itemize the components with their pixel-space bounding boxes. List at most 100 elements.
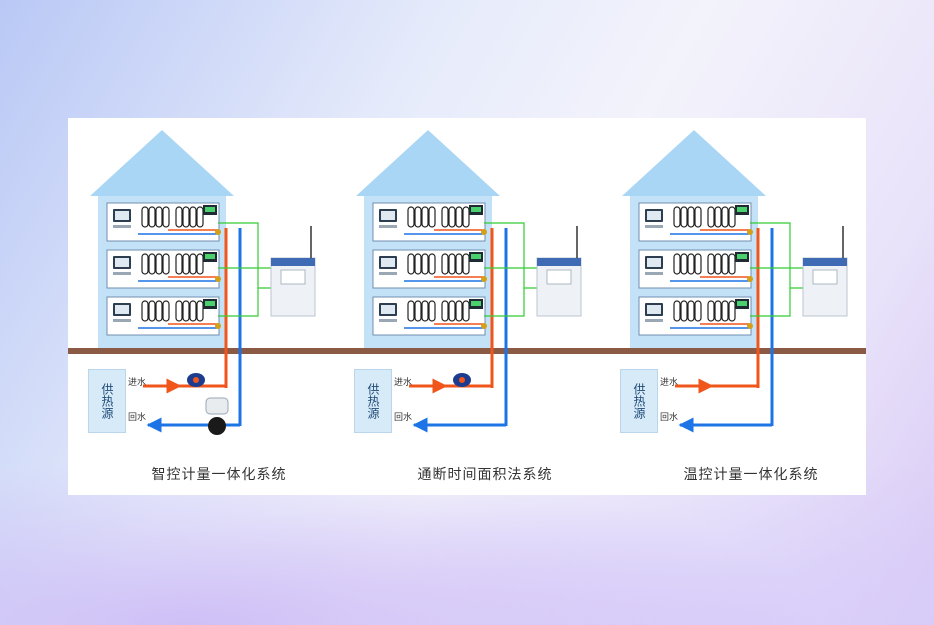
valve-icon — [215, 323, 221, 329]
radiator-fin — [455, 253, 463, 275]
radiator-fin — [721, 300, 729, 322]
radiator-fin — [448, 300, 456, 322]
valve-icon — [747, 276, 753, 282]
thermostat-buttons — [645, 225, 663, 228]
meter-display — [471, 207, 481, 212]
caption-system-3: 温控计量一体化系统 — [683, 467, 819, 483]
cabinet-body — [802, 257, 848, 317]
return-label-3: 回水 — [660, 413, 679, 423]
radiator-fin — [414, 253, 422, 275]
radiator-fin — [162, 253, 170, 275]
radiator-icon — [141, 253, 170, 275]
radiator-fin — [175, 253, 183, 275]
radiator-fin — [694, 253, 702, 275]
meter-display — [737, 254, 747, 259]
supply-label-3: 进水 — [660, 378, 679, 388]
radiator-fin — [175, 300, 183, 322]
radiator-fin — [141, 253, 149, 275]
return-label-2: 回水 — [394, 413, 413, 423]
meter-display — [737, 301, 747, 306]
cabinet-body — [536, 257, 582, 317]
thermostat-buttons — [379, 272, 397, 275]
valve-icon — [747, 229, 753, 235]
radiator-fin — [687, 300, 695, 322]
thermostat-screen — [381, 211, 395, 220]
radiator-fin — [155, 300, 163, 322]
radiator-fin — [441, 206, 449, 228]
thermostat-screen — [115, 211, 129, 220]
radiator-fin — [680, 206, 688, 228]
radiator-fin — [182, 206, 190, 228]
valve-icon — [215, 229, 221, 235]
radiator-fin — [707, 300, 715, 322]
controller-cabinet-icon — [270, 226, 316, 317]
house-roof-icon — [90, 130, 234, 196]
valve-icon — [747, 323, 753, 329]
radiator-fin — [462, 300, 470, 322]
radiator-fin — [421, 206, 429, 228]
radiator-icon — [441, 253, 470, 275]
floor-3 — [106, 296, 221, 336]
thermostat-buttons — [113, 319, 131, 322]
signal-wire — [484, 222, 539, 289]
radiator-fin — [462, 206, 470, 228]
thermostat-buttons — [645, 272, 663, 275]
radiator-fin — [141, 300, 149, 322]
cabinet-screen — [812, 269, 838, 285]
meter-display — [471, 301, 481, 306]
valve-icon — [481, 276, 487, 282]
floor-2 — [106, 249, 221, 289]
radiator-icon — [707, 300, 736, 322]
radiator-icon — [407, 253, 436, 275]
radiator-fin — [189, 300, 197, 322]
meter-display — [205, 254, 215, 259]
radiator-fin — [162, 300, 170, 322]
radiator-fin — [728, 206, 736, 228]
radiator-fin — [182, 253, 190, 275]
cabinet-screen — [280, 269, 306, 285]
house-group-1 — [90, 130, 316, 435]
floor-1 — [372, 202, 487, 242]
radiator-fin — [155, 206, 163, 228]
radiator-fin — [414, 206, 422, 228]
controller-cabinet-icon — [802, 226, 848, 317]
return-label-1: 回水 — [128, 413, 147, 423]
cabinet-body — [270, 257, 316, 317]
house-group-2 — [356, 130, 582, 433]
radiator-fin — [175, 206, 183, 228]
radiator-fin — [728, 253, 736, 275]
radiator-fin — [141, 206, 149, 228]
radiator-fin — [428, 253, 436, 275]
radiator-fin — [414, 300, 422, 322]
radiator-fin — [196, 253, 204, 275]
valve-icon — [481, 323, 487, 329]
heat-source-2: 供热源 — [354, 369, 392, 433]
radiator-icon — [141, 206, 170, 228]
radiator-icon — [707, 253, 736, 275]
diagram-panel: 智控计量一体化系统 通断时间面积法系统 温控计量一体化系统 供热源 供热源 供热… — [68, 118, 866, 495]
radiator-fin — [462, 253, 470, 275]
radiator-fin — [407, 206, 415, 228]
radiator-fin — [189, 206, 197, 228]
signal-wire — [218, 222, 273, 289]
cabinet-header — [537, 258, 581, 266]
radiator-fin — [196, 300, 204, 322]
radiator-fin — [148, 206, 156, 228]
floor-1 — [638, 202, 753, 242]
radiator-fin — [714, 253, 722, 275]
heating-system-diagram — [68, 130, 866, 435]
radiator-icon — [673, 206, 702, 228]
radiator-icon — [441, 206, 470, 228]
floor-2 — [372, 249, 487, 289]
meter-display — [737, 207, 747, 212]
motor-valve-body — [208, 417, 226, 435]
cabinet-header — [803, 258, 847, 266]
radiator-fin — [721, 253, 729, 275]
radiator-icon — [175, 300, 204, 322]
radiator-fin — [441, 253, 449, 275]
heat-source-1: 供热源 — [88, 369, 126, 433]
ground-line — [68, 348, 866, 354]
radiator-fin — [428, 206, 436, 228]
caption-system-1: 智控计量一体化系统 — [151, 467, 287, 483]
thermostat-screen — [647, 258, 661, 267]
